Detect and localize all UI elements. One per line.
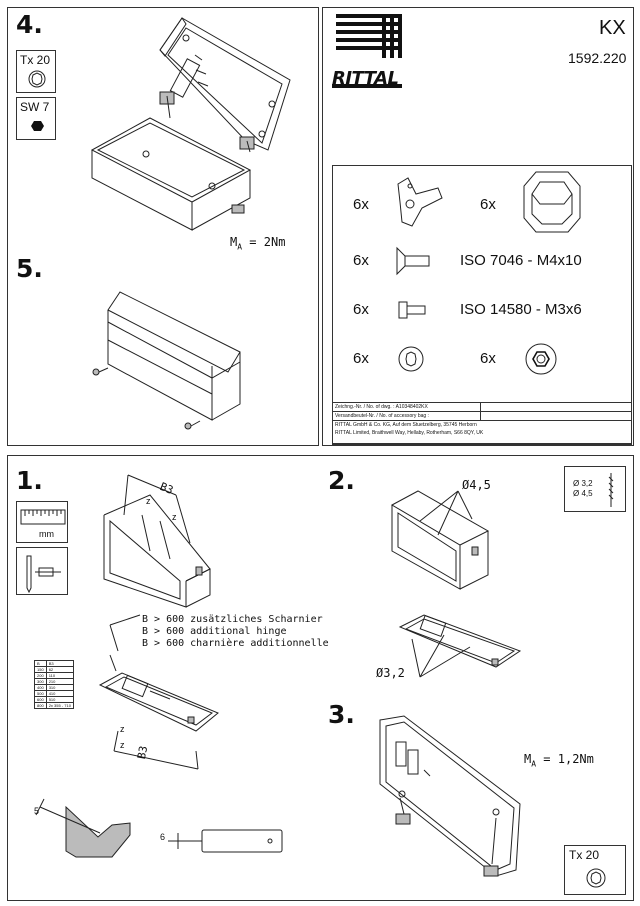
dim-b3-bottom: B3 (135, 744, 151, 761)
panel-header (322, 7, 634, 446)
part-number: 1592.220 (568, 50, 627, 66)
tool-tx20-top: Tx 20 (16, 50, 56, 93)
tool-center-punch (16, 547, 68, 595)
iso-14580: ISO 14580 - M3x6 (460, 301, 582, 318)
drawing-step-5 (92, 291, 241, 430)
rittal-logo (332, 14, 402, 88)
iso-7046: ISO 7046 - M4x10 (460, 252, 582, 269)
drill-size-2: Ø 4,5 (573, 489, 593, 498)
cylinder-screw-icon (398, 301, 426, 319)
torx-bit-bottom-icon (586, 868, 606, 888)
hinge-note-de: B > 600 zusätzliches Scharnier (142, 614, 323, 625)
bag-contents-box (332, 165, 632, 445)
ruler-unit: mm (39, 529, 54, 539)
drill-bit-icon (608, 473, 614, 507)
hinge-note-fr: B > 600 charnière additionnelle (142, 638, 329, 649)
ruler-icon (20, 509, 66, 525)
countersunk-screw-icon (396, 246, 430, 276)
dim-z-3: z (120, 724, 125, 734)
accessory-bag-number: Versandbeutel-Nr. / No. of accessory bag… (333, 411, 631, 420)
drawing-info-block: Zeichng.-Nr. / No. of dwg. : A10348402KX… (332, 402, 632, 444)
qty-torx-washer: 6x (353, 350, 369, 367)
hinge-note: B > 600 zusätzliches Scharnier B > 600 a… (142, 614, 329, 650)
dim-6: 6 (160, 832, 166, 842)
rittal-logo-text: RITTAL (332, 68, 399, 89)
step-4-number: 4. (16, 10, 43, 39)
dim-5: 5 (34, 806, 40, 816)
drill-size-1: Ø 3,2 (573, 479, 593, 488)
qty-countersunk-screw: 6x (353, 252, 369, 269)
step-1-number: 1. (16, 466, 43, 495)
address-uk: RITTAL Limited, Braithwell Way, Hellaby,… (335, 430, 484, 436)
product-code: KX (599, 17, 626, 39)
panel-steps-4-5 (7, 7, 319, 446)
address-germany: RITTAL GmbH & Co. KG, Auf dem Stuetzelbe… (333, 420, 631, 429)
tool-sw7: SW 7 (16, 97, 56, 140)
step-3-number: 3. (328, 700, 355, 729)
dim-d32: Ø3,2 (376, 666, 405, 680)
dim-z-4: z (120, 740, 125, 750)
step-5-number: 5. (16, 254, 43, 283)
qty-hinge-cover: 6x (480, 196, 496, 213)
tool-tx20-bottom-label: Tx 20 (569, 848, 600, 862)
qty-hinge-half: 6x (353, 196, 369, 213)
hex-nut-bag-icon (525, 343, 557, 375)
tool-drills: Ø 3,2 Ø 4,5 (564, 466, 626, 512)
drawing-step-1 (35, 474, 283, 858)
torque-step3: MA = 1,2Nm (524, 752, 594, 769)
qty-cylinder-screw: 6x (353, 301, 369, 318)
hinge-cover-icon (523, 171, 581, 233)
dim-z-1: z (146, 496, 151, 506)
drawing-step-3 (379, 715, 521, 877)
tool-tx20-label: Tx 20 (20, 53, 51, 67)
torx-bit-icon (28, 70, 46, 88)
torque-step4: MA = 2Nm (230, 235, 286, 252)
qty-hex-nut: 6x (480, 350, 496, 367)
dim-d45: Ø4,5 (462, 478, 491, 492)
hex-nut-icon (31, 121, 44, 131)
drawing-step-2 (390, 490, 522, 678)
dim-z-2: z (172, 512, 177, 522)
tool-ruler: mm (16, 501, 68, 543)
drawing-step-4 (90, 17, 291, 231)
step-2-number: 2. (328, 466, 355, 495)
panel-steps-1-3 (7, 455, 634, 901)
tool-sw7-label: SW 7 (20, 100, 50, 114)
center-punch-icon (26, 555, 61, 594)
hinge-half-icon (397, 177, 443, 227)
drawing-number: Zeichng.-Nr. / No. of dwg. : A10348402KX (335, 404, 428, 410)
hinge-note-en: B > 600 additional hinge (142, 626, 287, 637)
tool-tx20-bottom: Tx 20 (564, 845, 626, 895)
torx-washer-icon (398, 346, 424, 372)
